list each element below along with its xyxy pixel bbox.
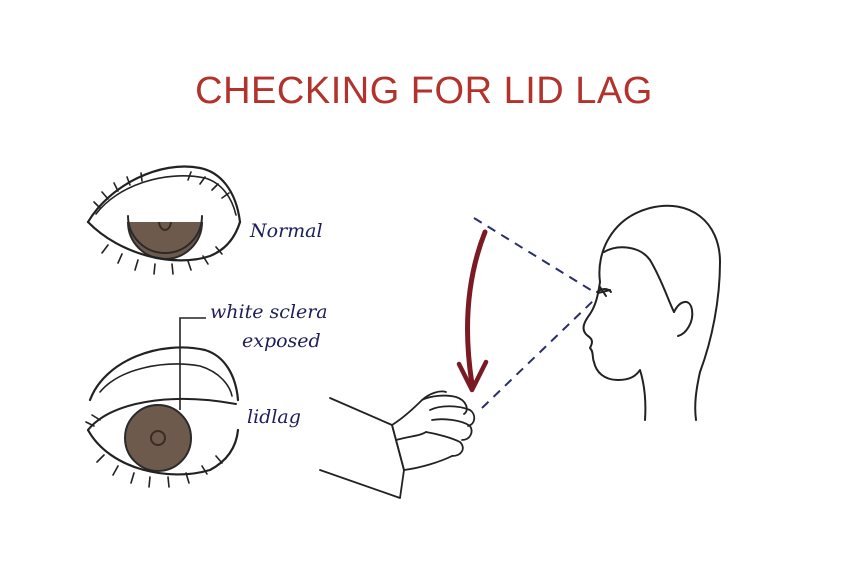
sclera-pointer-line	[179, 317, 206, 410]
lid-lag-eye-icon	[85, 346, 240, 488]
label-lid-lag: lidlag	[247, 406, 301, 428]
examiner-hand-icon	[319, 390, 476, 499]
label-normal: Normal	[250, 220, 323, 242]
page-title: CHECKING FOR LID LAG	[195, 70, 653, 112]
downward-arrow-icon	[456, 229, 489, 393]
normal-eye-icon	[86, 165, 242, 275]
label-white-sclera: white sclera	[210, 301, 328, 323]
label-exposed: exposed	[242, 330, 321, 352]
patient-head-icon	[582, 204, 721, 421]
sight-lines	[473, 217, 595, 409]
